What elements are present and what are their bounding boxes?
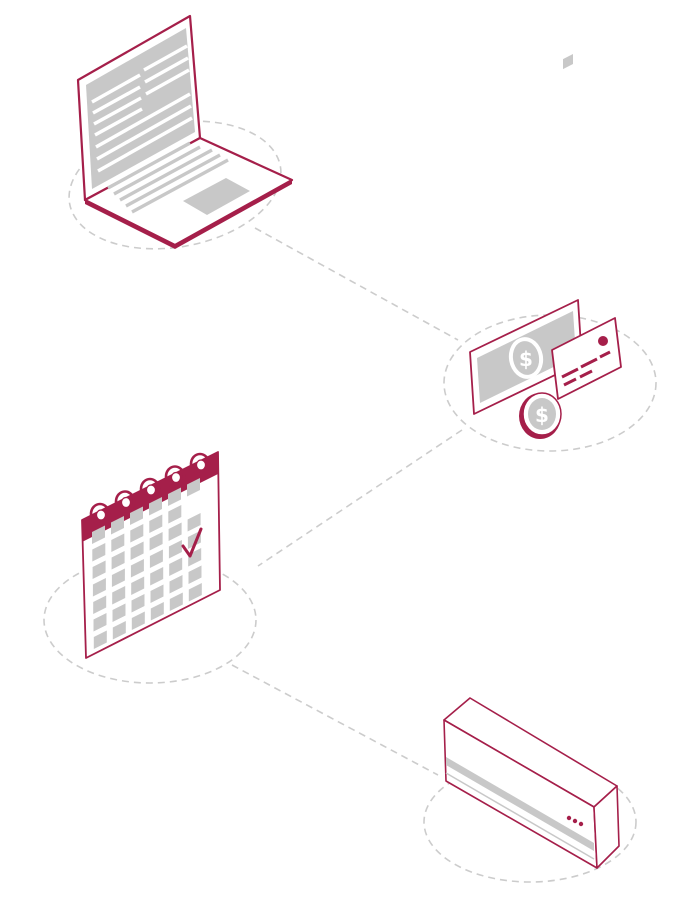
calendar-cell bbox=[93, 630, 107, 649]
calendar-ring bbox=[189, 452, 211, 476]
calendar-ring bbox=[114, 490, 136, 513]
calendar-cell bbox=[92, 560, 106, 579]
calendar-cell bbox=[149, 497, 162, 516]
connector-calendar-ac bbox=[231, 664, 439, 776]
calendar-cell bbox=[112, 586, 126, 605]
calendar-cell bbox=[131, 611, 145, 630]
calendar-ring bbox=[139, 477, 161, 501]
svg-text:$: $ bbox=[535, 403, 549, 427]
calendar-cell bbox=[150, 602, 164, 621]
calendar-cell bbox=[112, 621, 126, 640]
svg-text:$: $ bbox=[519, 347, 533, 371]
calendar-ring-hole bbox=[170, 471, 182, 484]
calendar-cell bbox=[111, 533, 125, 552]
calendar-cell bbox=[131, 576, 145, 595]
calendar-cell bbox=[149, 549, 163, 568]
calendar-cell bbox=[188, 583, 202, 602]
calendar-cell bbox=[93, 595, 107, 614]
calendar-ring bbox=[164, 465, 186, 488]
calendar-cell bbox=[111, 568, 125, 587]
calendar-cell bbox=[188, 565, 202, 584]
calendar-cell bbox=[130, 506, 143, 525]
calendar-cell bbox=[168, 487, 181, 506]
calendar-cell bbox=[169, 575, 183, 594]
calendar-cell bbox=[188, 548, 202, 567]
calendar-cell bbox=[111, 551, 125, 570]
connector-payment-calendar bbox=[257, 429, 463, 567]
calendar-cell bbox=[92, 578, 106, 597]
calendar-icon bbox=[81, 451, 221, 659]
calendar-cell bbox=[168, 522, 182, 541]
calendar-cell bbox=[93, 613, 107, 632]
calendar-ring-hole bbox=[120, 496, 132, 509]
calendar-cell bbox=[168, 540, 182, 559]
calendar-cell bbox=[169, 592, 183, 611]
calendar-ring bbox=[89, 502, 111, 526]
payment-icon: $ $ bbox=[469, 54, 622, 439]
connector-laptop-payment bbox=[254, 227, 459, 341]
calendar-cell bbox=[149, 514, 163, 533]
calendar-ring-hole bbox=[145, 484, 157, 496]
platform-calendar bbox=[43, 556, 257, 684]
calendar-cell bbox=[150, 567, 164, 586]
calendar-cell bbox=[92, 543, 106, 562]
platform-laptop bbox=[68, 120, 282, 250]
calendar-cell bbox=[187, 478, 200, 497]
calendar-cell bbox=[130, 524, 144, 543]
calendar-cell bbox=[111, 516, 124, 535]
air-conditioner-icon bbox=[443, 697, 620, 869]
calendar-cell bbox=[149, 532, 163, 551]
calendar-cell bbox=[92, 525, 105, 544]
calendar-cell bbox=[130, 559, 144, 578]
calendar-cell bbox=[112, 603, 126, 622]
connectors bbox=[231, 227, 463, 776]
calendar-ring-hole bbox=[95, 509, 107, 521]
calendar-cell bbox=[169, 557, 183, 576]
calendar-cell bbox=[187, 513, 201, 532]
calendar-cell bbox=[131, 594, 145, 613]
calendar-cell bbox=[168, 505, 182, 524]
calendar-cell bbox=[130, 541, 144, 560]
calendar-ring-hole bbox=[195, 459, 207, 471]
calendar-cell bbox=[150, 584, 164, 603]
laptop-icon bbox=[76, 14, 294, 249]
